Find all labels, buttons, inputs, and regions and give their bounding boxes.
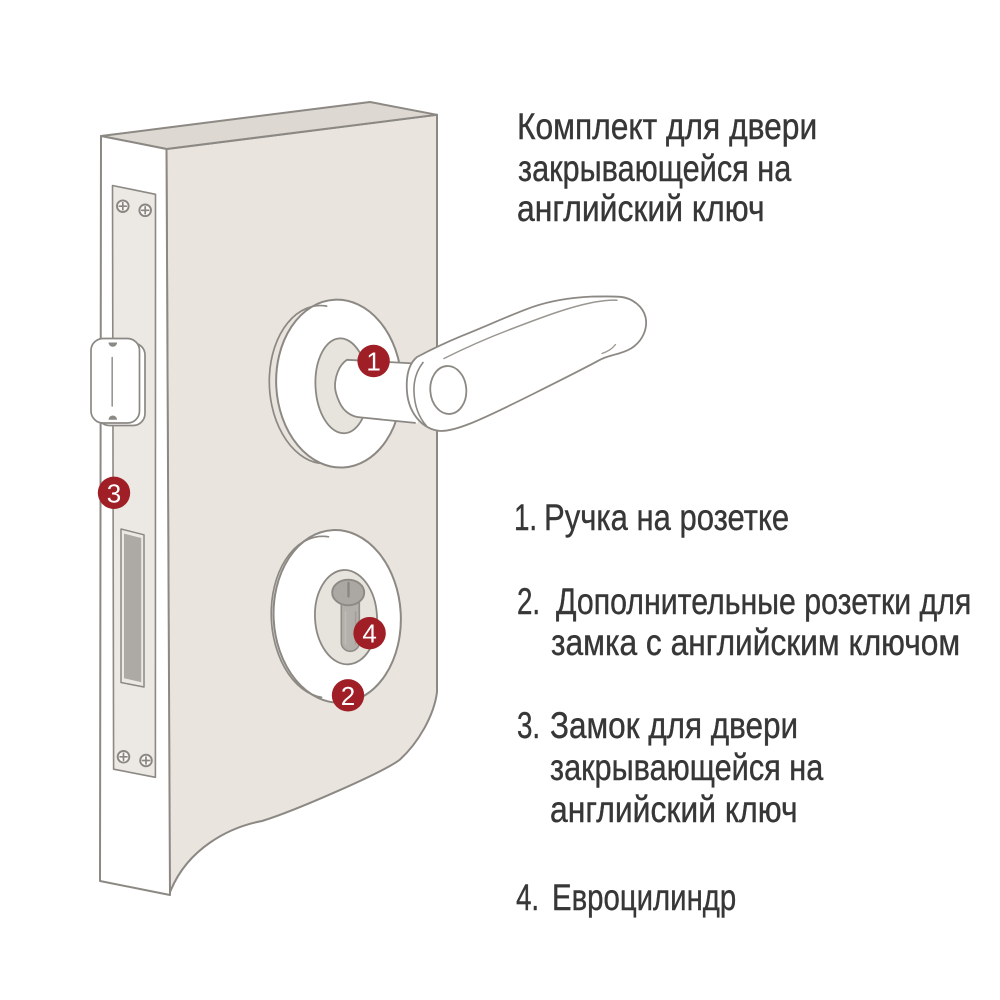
svg-text:3: 3: [107, 478, 121, 508]
svg-text:2: 2: [341, 681, 355, 711]
svg-text:4: 4: [362, 619, 376, 649]
svg-text:1: 1: [366, 347, 380, 377]
